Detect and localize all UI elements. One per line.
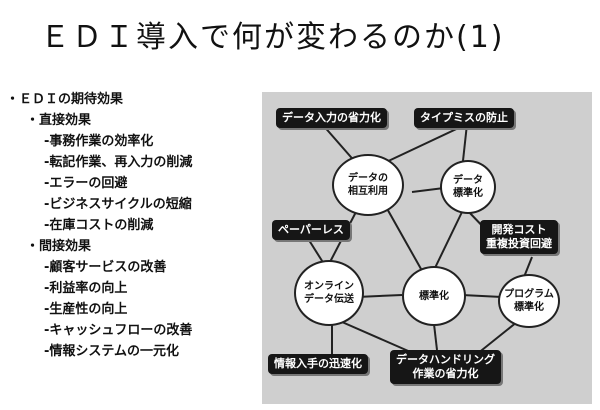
list-item: -情報システムの一元化 xyxy=(44,344,180,359)
program-standardization-node: プログラム 標準化 xyxy=(498,274,560,328)
data-standardization-line-2: 標準化 xyxy=(453,188,483,199)
connector-line xyxy=(433,323,438,351)
dev-cost-line-2: 重複投資回避 xyxy=(486,237,552,250)
list-item: -顧客サービスの改善 xyxy=(44,260,167,275)
online-transmission-line-1: オンライン xyxy=(304,281,354,292)
standardization-node: 標準化 xyxy=(402,266,466,326)
online-transmission-node: オンライン データ伝送 xyxy=(294,260,364,326)
edi-effects-diagram: データ入力の省力化 タイプミスの防止 ペーパーレス 開発コスト 重複投資回避 情… xyxy=(262,92,592,404)
program-standardization-line-1: プログラム xyxy=(504,289,554,300)
mutual-use-node: データの 相互利用 xyxy=(332,154,404,216)
slide-title: ＥＤＩ導入で何が変わるのか(1) xyxy=(40,20,505,55)
list-item: -利益率の向上 xyxy=(44,281,128,296)
paperless-label: ペーパーレス xyxy=(272,220,350,240)
connector-line xyxy=(523,256,533,278)
data-standardization-line-1: データ xyxy=(453,175,483,186)
list-item: -転記作業、再入力の削減 xyxy=(44,155,193,170)
dev-cost-label: 開発コスト 重複投資回避 xyxy=(480,220,558,254)
connector-line xyxy=(433,211,463,271)
connector-line xyxy=(306,236,325,265)
list-item: -事務作業の効率化 xyxy=(44,134,154,149)
list-item: -キャッシュフローの改善 xyxy=(44,323,193,338)
indirect-effects-label: ・間接効果 xyxy=(26,239,92,254)
mutual-use-line-2: 相互利用 xyxy=(348,186,388,197)
outline-heading: ・ＥＤＩの期待効果 xyxy=(6,92,124,107)
list-item: -生産性の向上 xyxy=(44,302,128,317)
direct-effects-label: ・直接効果 xyxy=(26,113,92,128)
connector-line xyxy=(356,294,403,298)
typo-prevention-label: タイプミスの防止 xyxy=(414,108,514,128)
data-handling-line-1: データハンドリング xyxy=(396,353,495,366)
online-transmission-line-2: データ伝送 xyxy=(304,294,354,305)
mutual-use-line-1: データの xyxy=(348,173,388,184)
data-entry-saving-label: データ入力の省力化 xyxy=(276,108,387,128)
list-item: -ビジネスサイクルの短縮 xyxy=(44,197,192,212)
data-handling-label: データハンドリング 作業の省力化 xyxy=(390,350,501,384)
connector-line xyxy=(381,123,468,165)
standardization-text: 標準化 xyxy=(419,290,449,302)
dev-cost-line-1: 開発コスト xyxy=(491,223,547,236)
info-speed-label: 情報入手の迅速化 xyxy=(268,354,368,374)
data-handling-line-2: 作業の省力化 xyxy=(412,367,479,380)
list-item: -在庫コストの削減 xyxy=(44,218,154,233)
program-standardization-line-2: 標準化 xyxy=(514,302,544,313)
list-item: -エラーの回避 xyxy=(44,176,128,191)
connector-line xyxy=(476,321,518,355)
connector-line xyxy=(461,294,503,298)
data-standardization-node: データ 標準化 xyxy=(440,160,496,214)
